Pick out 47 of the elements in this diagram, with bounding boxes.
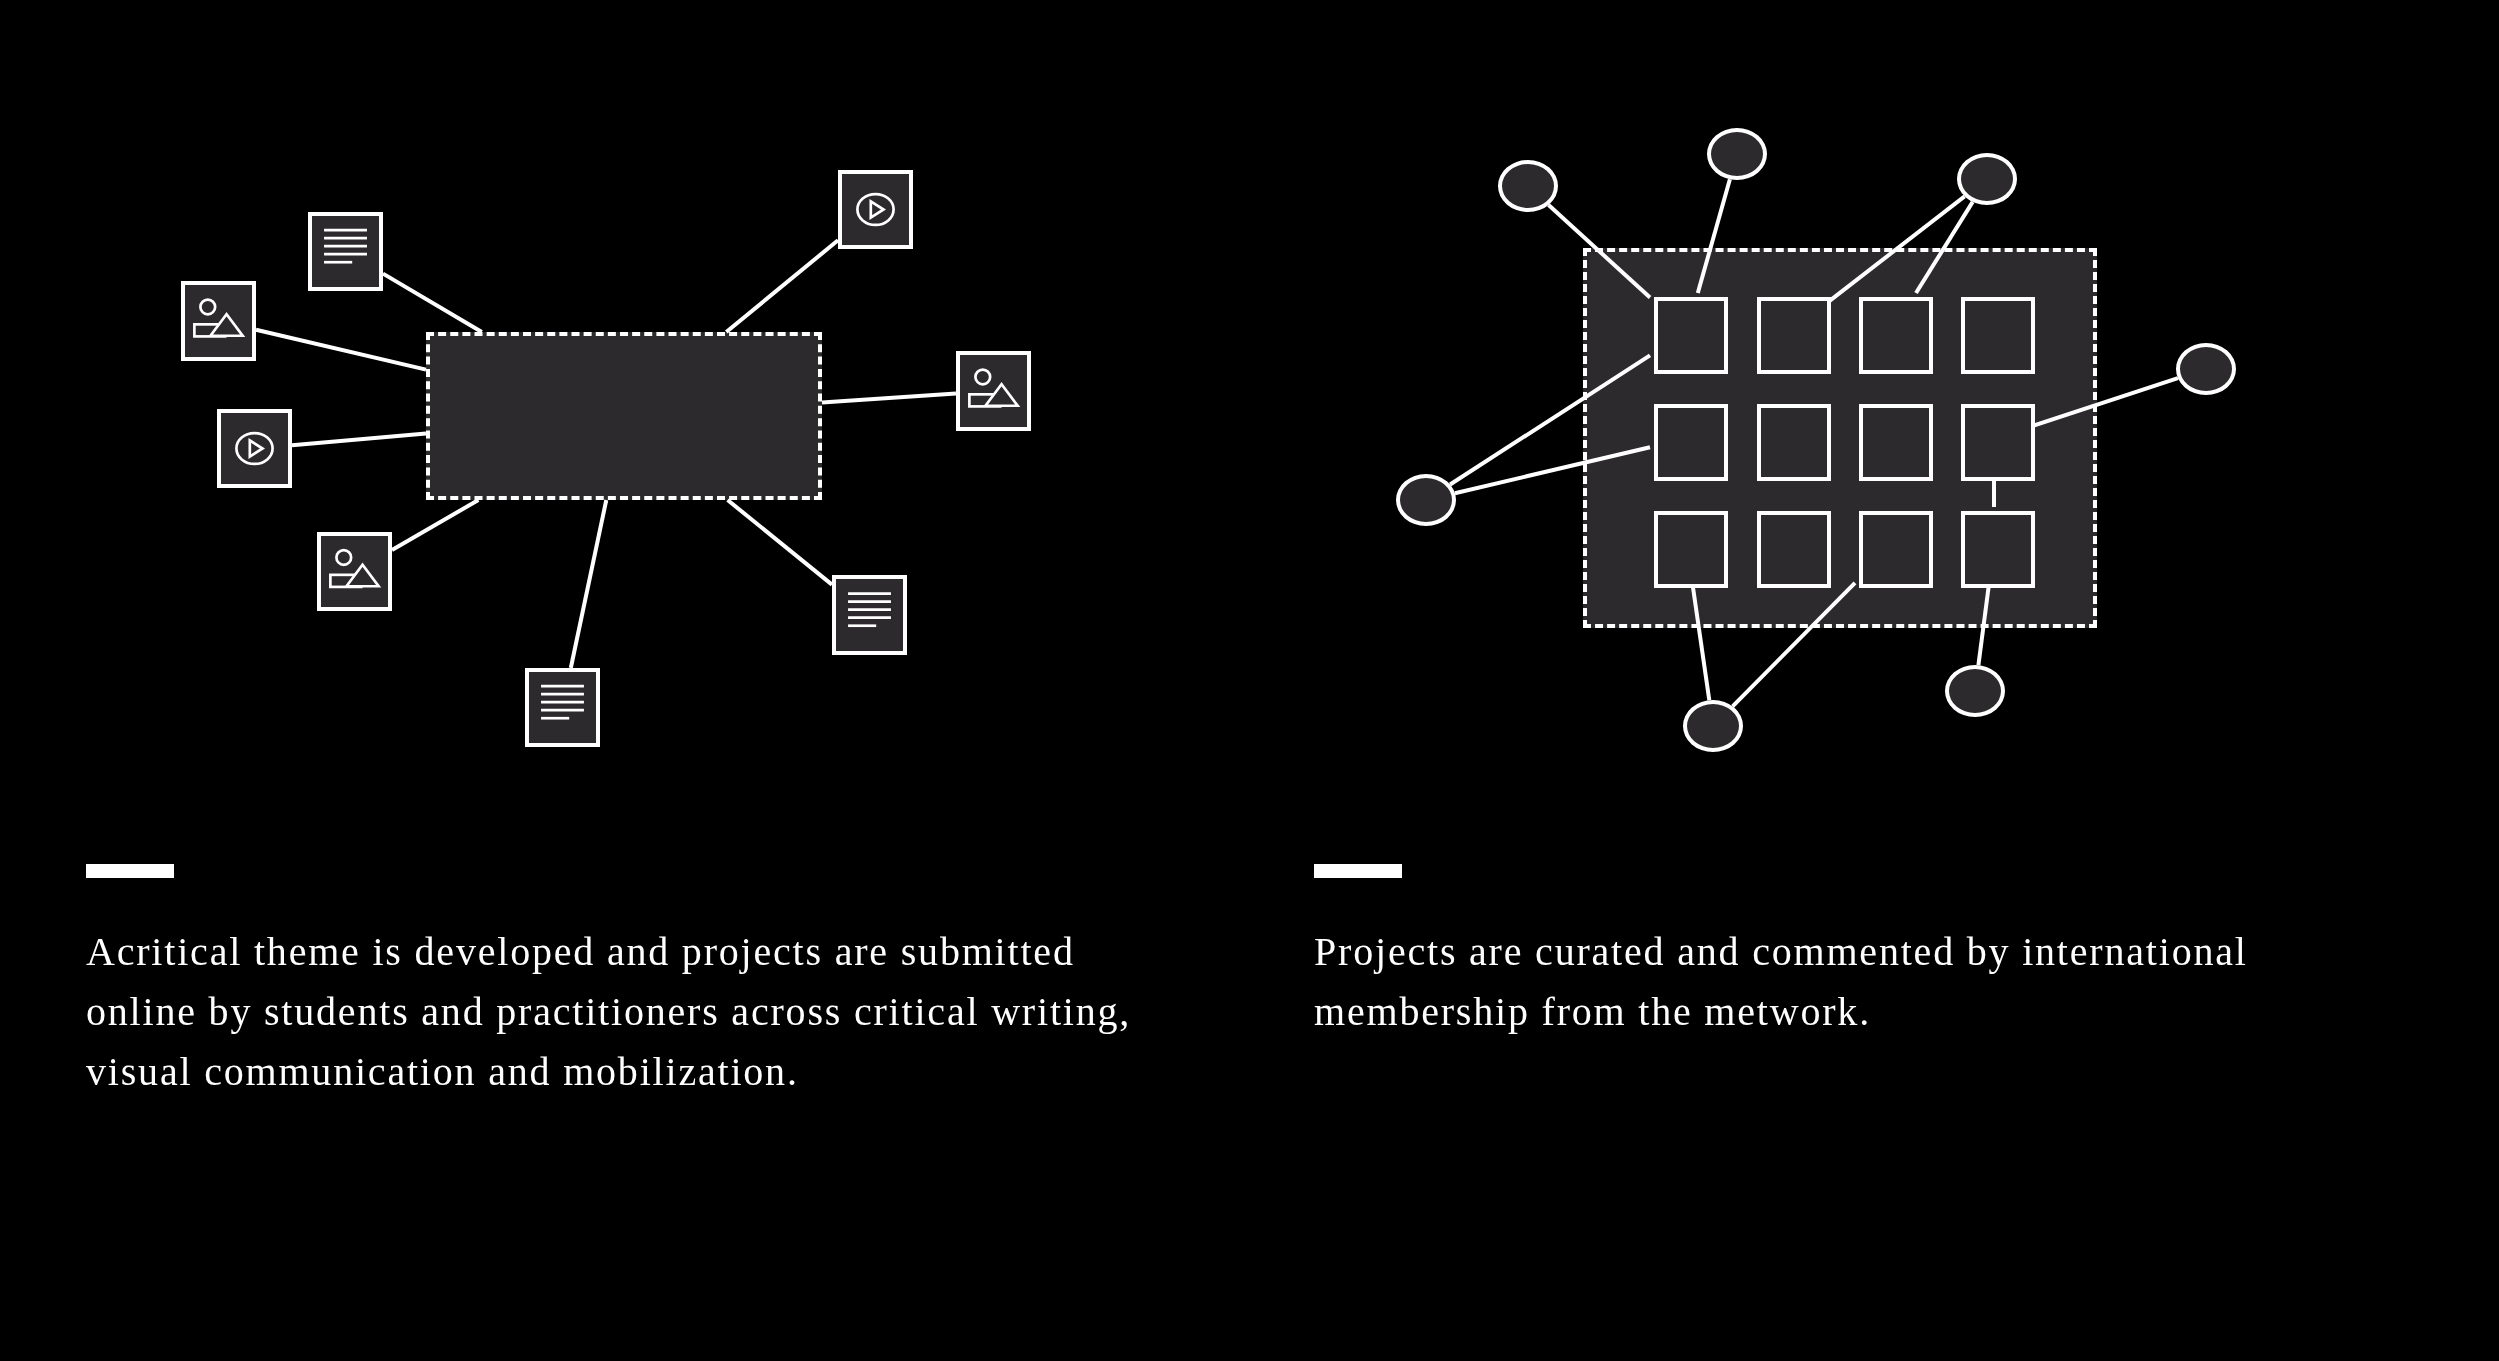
document-icon: [832, 575, 907, 655]
connector-line: [1454, 445, 1651, 496]
square-box: [1859, 511, 1933, 588]
connector-line: [821, 391, 957, 405]
document-icon: [525, 668, 600, 747]
image-icon: [956, 351, 1031, 431]
connector-line: [255, 327, 427, 372]
description-text: Acritical theme is developed and projects are submitted online by students and practitioners across critical writing, visual communication and mobilization.: [86, 928, 1133, 1096]
square-box: [1654, 404, 1728, 481]
circle-node: [1396, 474, 1456, 526]
connector-line: [1731, 581, 1857, 708]
image-icon: [181, 281, 256, 361]
square-box: [1961, 511, 2035, 588]
video-icon: [217, 409, 292, 488]
description-text: Projects are curated and commented by international membership from the metwork.: [1314, 928, 2249, 1036]
dashed-area: [426, 332, 822, 500]
square-box: [1961, 297, 2035, 374]
square-box: [1757, 404, 1831, 481]
circle-node: [1957, 153, 2017, 205]
square-box: [1757, 297, 1831, 374]
dashed-area: [1583, 248, 2097, 628]
square-box: [1859, 297, 1933, 374]
square-box: [1654, 297, 1728, 374]
connector-line: [1449, 353, 1652, 487]
connector-line: [726, 498, 834, 587]
square-box: [1859, 404, 1933, 481]
square-box: [1961, 404, 2035, 481]
connector-line: [391, 498, 480, 552]
connector-line: [1547, 203, 1652, 300]
circle-node: [2176, 343, 2236, 395]
connector-line: [568, 499, 609, 669]
square-box: [1654, 511, 1728, 588]
connector-line: [725, 238, 840, 334]
circle-node: [1945, 665, 2005, 717]
connector-line: [382, 271, 483, 334]
connector-line: [1695, 178, 1732, 294]
divider-bar: [86, 864, 174, 878]
document-icon: [308, 212, 383, 291]
circle-node: [1683, 700, 1743, 752]
connector-line: [291, 431, 427, 448]
circle-node: [1707, 128, 1767, 180]
circle-node: [1498, 160, 1558, 212]
connector-line: [1914, 200, 1975, 295]
square-box: [1757, 511, 1831, 588]
video-icon: [838, 170, 913, 249]
divider-bar: [1314, 864, 1402, 878]
image-icon: [317, 532, 392, 611]
